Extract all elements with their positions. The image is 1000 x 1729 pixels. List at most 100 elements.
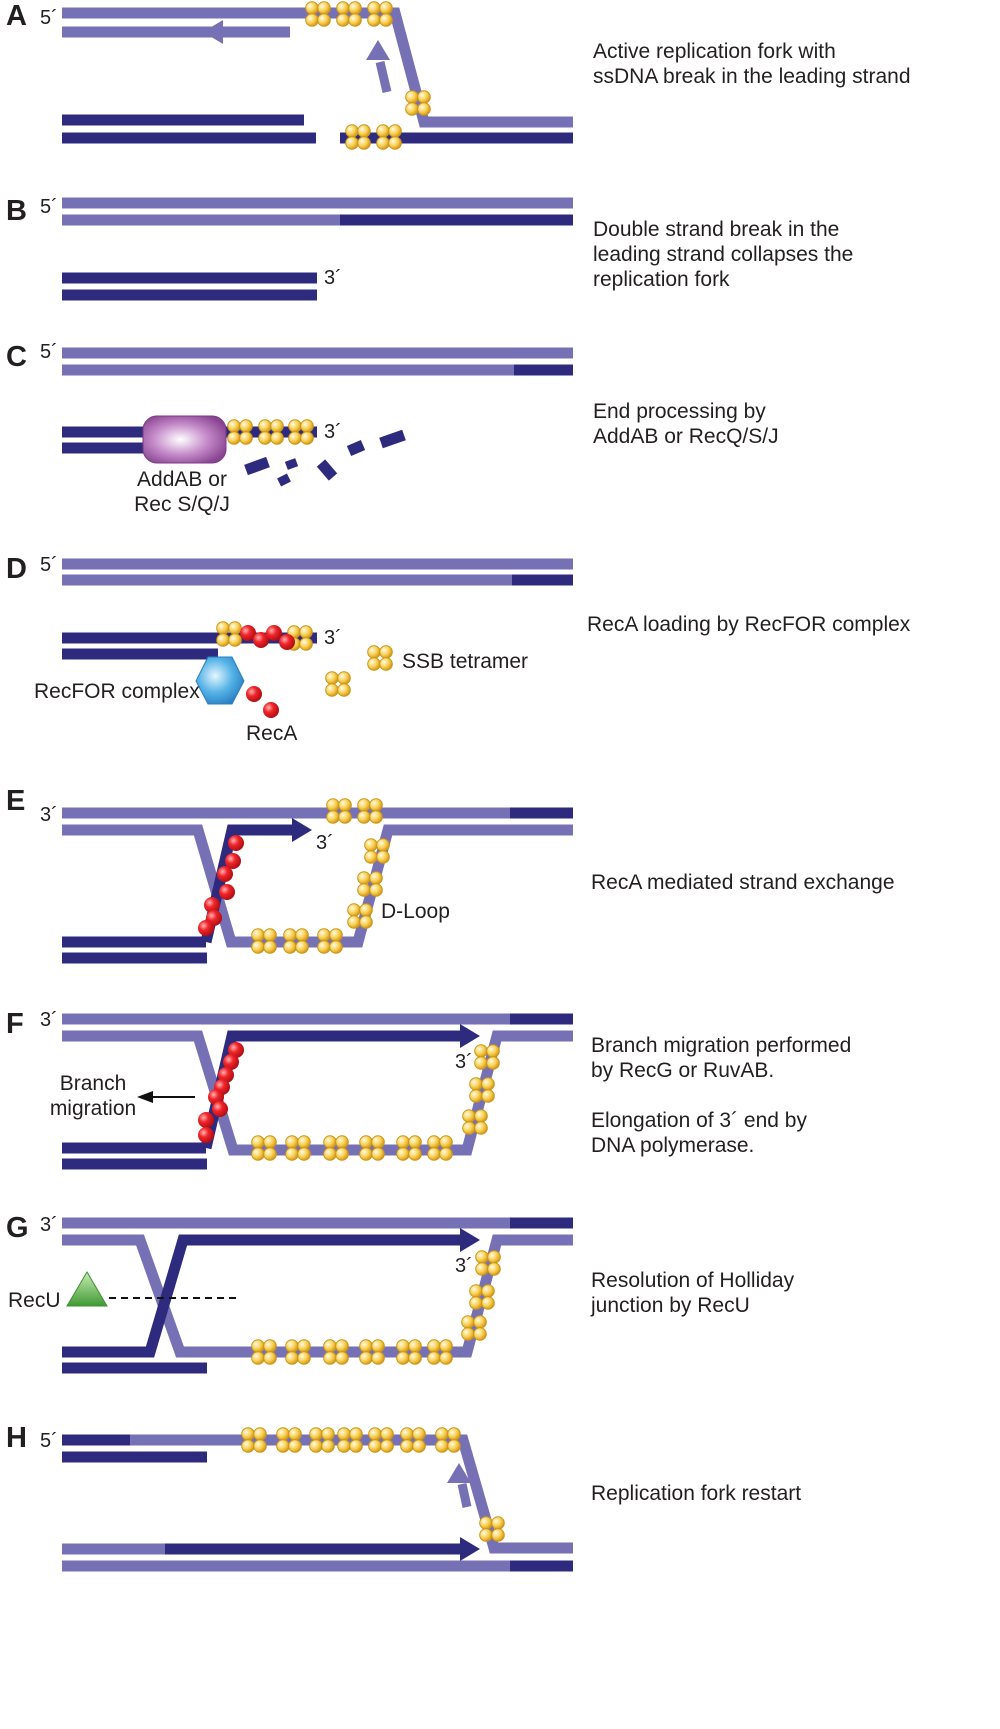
three-prime-label: 3´ — [455, 1255, 473, 1277]
ssb-subunit — [276, 1439, 290, 1453]
reca-protein — [228, 835, 244, 851]
ssb-subunit — [321, 1439, 335, 1453]
ssb-subunit — [323, 1339, 337, 1353]
ssb-subunit — [263, 1147, 277, 1161]
ssb-tetramer — [309, 1427, 335, 1453]
ssb-tetramer — [475, 1250, 501, 1276]
ssb-subunit — [285, 1147, 299, 1161]
ssb-subunit — [297, 1147, 311, 1161]
ssb-subunit — [288, 1427, 302, 1441]
ssb-subunit — [469, 1077, 483, 1091]
ssb-tetramer — [469, 1284, 495, 1310]
ssb-subunit — [369, 883, 383, 897]
ssb-subunit — [396, 1147, 410, 1161]
degraded-fragment — [284, 458, 299, 470]
fork-arm-arrow-shaft — [375, 60, 392, 94]
reca-protein — [263, 702, 279, 718]
fork-arm-arrow-shaft — [457, 1483, 472, 1508]
ssb-subunit — [379, 657, 393, 671]
ssb-subunit — [462, 1109, 476, 1123]
ssb-tetramer — [276, 1427, 302, 1453]
ssb-subunit — [469, 1284, 483, 1298]
ssb-subunit — [285, 1351, 299, 1365]
panel-b-description: replication fork — [593, 268, 730, 291]
ssb-subunit — [371, 1135, 385, 1149]
ssb-tetramer — [283, 928, 309, 954]
ssb-subunit — [417, 90, 431, 104]
ssb-subunit — [317, 1, 331, 15]
ssb-subunit — [270, 431, 284, 445]
ssb-subunit — [241, 1427, 255, 1441]
ssb-subunit — [297, 1339, 311, 1353]
five-prime-label: 5´ — [40, 1430, 58, 1452]
ssb-subunit — [376, 136, 390, 150]
proteins — [66, 1, 505, 1542]
ssb-subunit — [439, 1339, 453, 1353]
ssb-tetramer — [251, 928, 277, 954]
ssb-subunit — [251, 1351, 265, 1365]
addab-label: Rec S/Q/J — [134, 493, 230, 516]
ssb-subunit — [317, 928, 331, 942]
ssb-tetramer — [376, 124, 402, 150]
ssb-tetramer — [336, 1, 362, 27]
ssb-subunit — [283, 928, 297, 942]
ssb-subunit — [297, 1135, 311, 1149]
ssb-subunit — [376, 124, 390, 138]
ssb-subunit — [359, 1339, 373, 1353]
ssb-subunit — [427, 1351, 441, 1365]
ssb-subunit — [239, 431, 253, 445]
panel-letter-g: G — [6, 1212, 29, 1244]
ssb-subunit — [335, 1351, 349, 1365]
ssb-tetramer — [359, 1135, 385, 1161]
ssb-subunit — [325, 671, 339, 685]
ssb-subunit — [345, 136, 359, 150]
ssb-tetramer — [325, 671, 351, 697]
ssb-subunit — [396, 1135, 410, 1149]
ssb-subunit — [439, 1147, 453, 1161]
ssb-subunit — [305, 13, 319, 27]
ssb-subunit — [491, 1528, 505, 1542]
ssb-subunit — [335, 1147, 349, 1161]
ssb-subunit — [364, 850, 378, 864]
panel-a-description: Active replication fork with — [593, 40, 836, 63]
ssb-subunit — [323, 1351, 337, 1365]
ssb-subunit — [317, 13, 331, 27]
three-prime-label: 3´ — [455, 1051, 473, 1073]
ssb-subunit — [258, 431, 272, 445]
reca-protein — [228, 1042, 244, 1058]
five-prime-label: 5´ — [40, 7, 58, 29]
ssb-subunit — [337, 683, 351, 697]
ssb-subunit — [369, 871, 383, 885]
ssb-subunit — [349, 1439, 363, 1453]
panel-letter-d: D — [6, 553, 27, 585]
ssb-subunit — [216, 633, 230, 647]
ssb-subunit — [323, 1147, 337, 1161]
reca-protein — [253, 632, 269, 648]
ssb-subunit — [295, 928, 309, 942]
ssb-subunit — [338, 798, 352, 812]
reca-protein — [223, 1054, 239, 1070]
panel-letter-a: A — [6, 0, 27, 32]
ssb-tetramer — [479, 1516, 505, 1542]
extended-strand-arrow — [460, 1024, 480, 1048]
reca-protein — [217, 866, 233, 882]
ssb-tetramer — [474, 1044, 500, 1070]
ssb-subunit — [337, 671, 351, 685]
ssb-subunit — [473, 1315, 487, 1329]
ssb-subunit — [388, 124, 402, 138]
ssb-subunit — [337, 1439, 351, 1453]
panel-c-description: End processing by — [593, 400, 766, 423]
ssb-subunit — [338, 810, 352, 824]
ssb-subunit — [241, 1439, 255, 1453]
ssb-subunit — [379, 13, 393, 27]
ssb-subunit — [359, 915, 373, 929]
ssb-tetramer — [357, 798, 383, 824]
three-prime-label: 3´ — [324, 267, 342, 289]
ssb-subunit — [335, 1135, 349, 1149]
ssb-subunit — [405, 102, 419, 116]
recu-label: RecU — [8, 1289, 61, 1312]
ssb-subunit — [475, 1262, 489, 1276]
ssb-subunit — [481, 1077, 495, 1091]
ssb-subunit — [371, 1147, 385, 1161]
degraded-fragment — [379, 429, 406, 449]
